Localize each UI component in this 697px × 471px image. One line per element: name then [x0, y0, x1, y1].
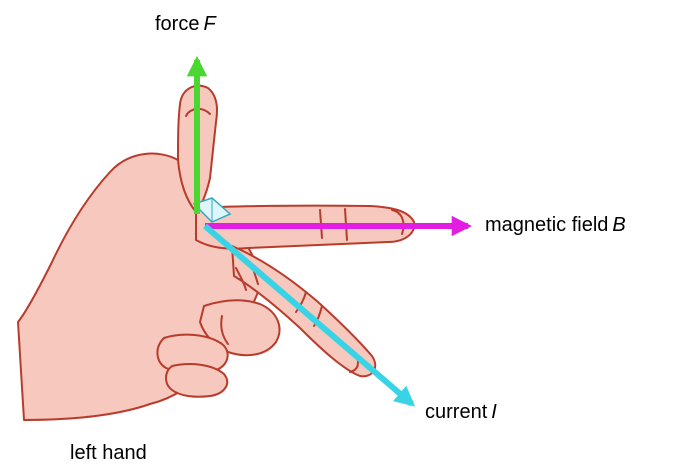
force-label-symbol: F: [203, 13, 215, 35]
current-label-symbol: I: [491, 401, 497, 423]
force-label-text: force: [155, 13, 199, 35]
magnetic-field-label-text: magnetic field: [485, 214, 608, 236]
current-label-text: current: [425, 401, 487, 423]
hand-little-finger-lower: [166, 364, 227, 397]
left-hand-label: left hand: [70, 443, 147, 463]
left-hand-illustration: [18, 86, 414, 420]
magnetic-field-label-symbol: B: [612, 214, 625, 236]
left-hand-label-text: left hand: [70, 442, 147, 464]
